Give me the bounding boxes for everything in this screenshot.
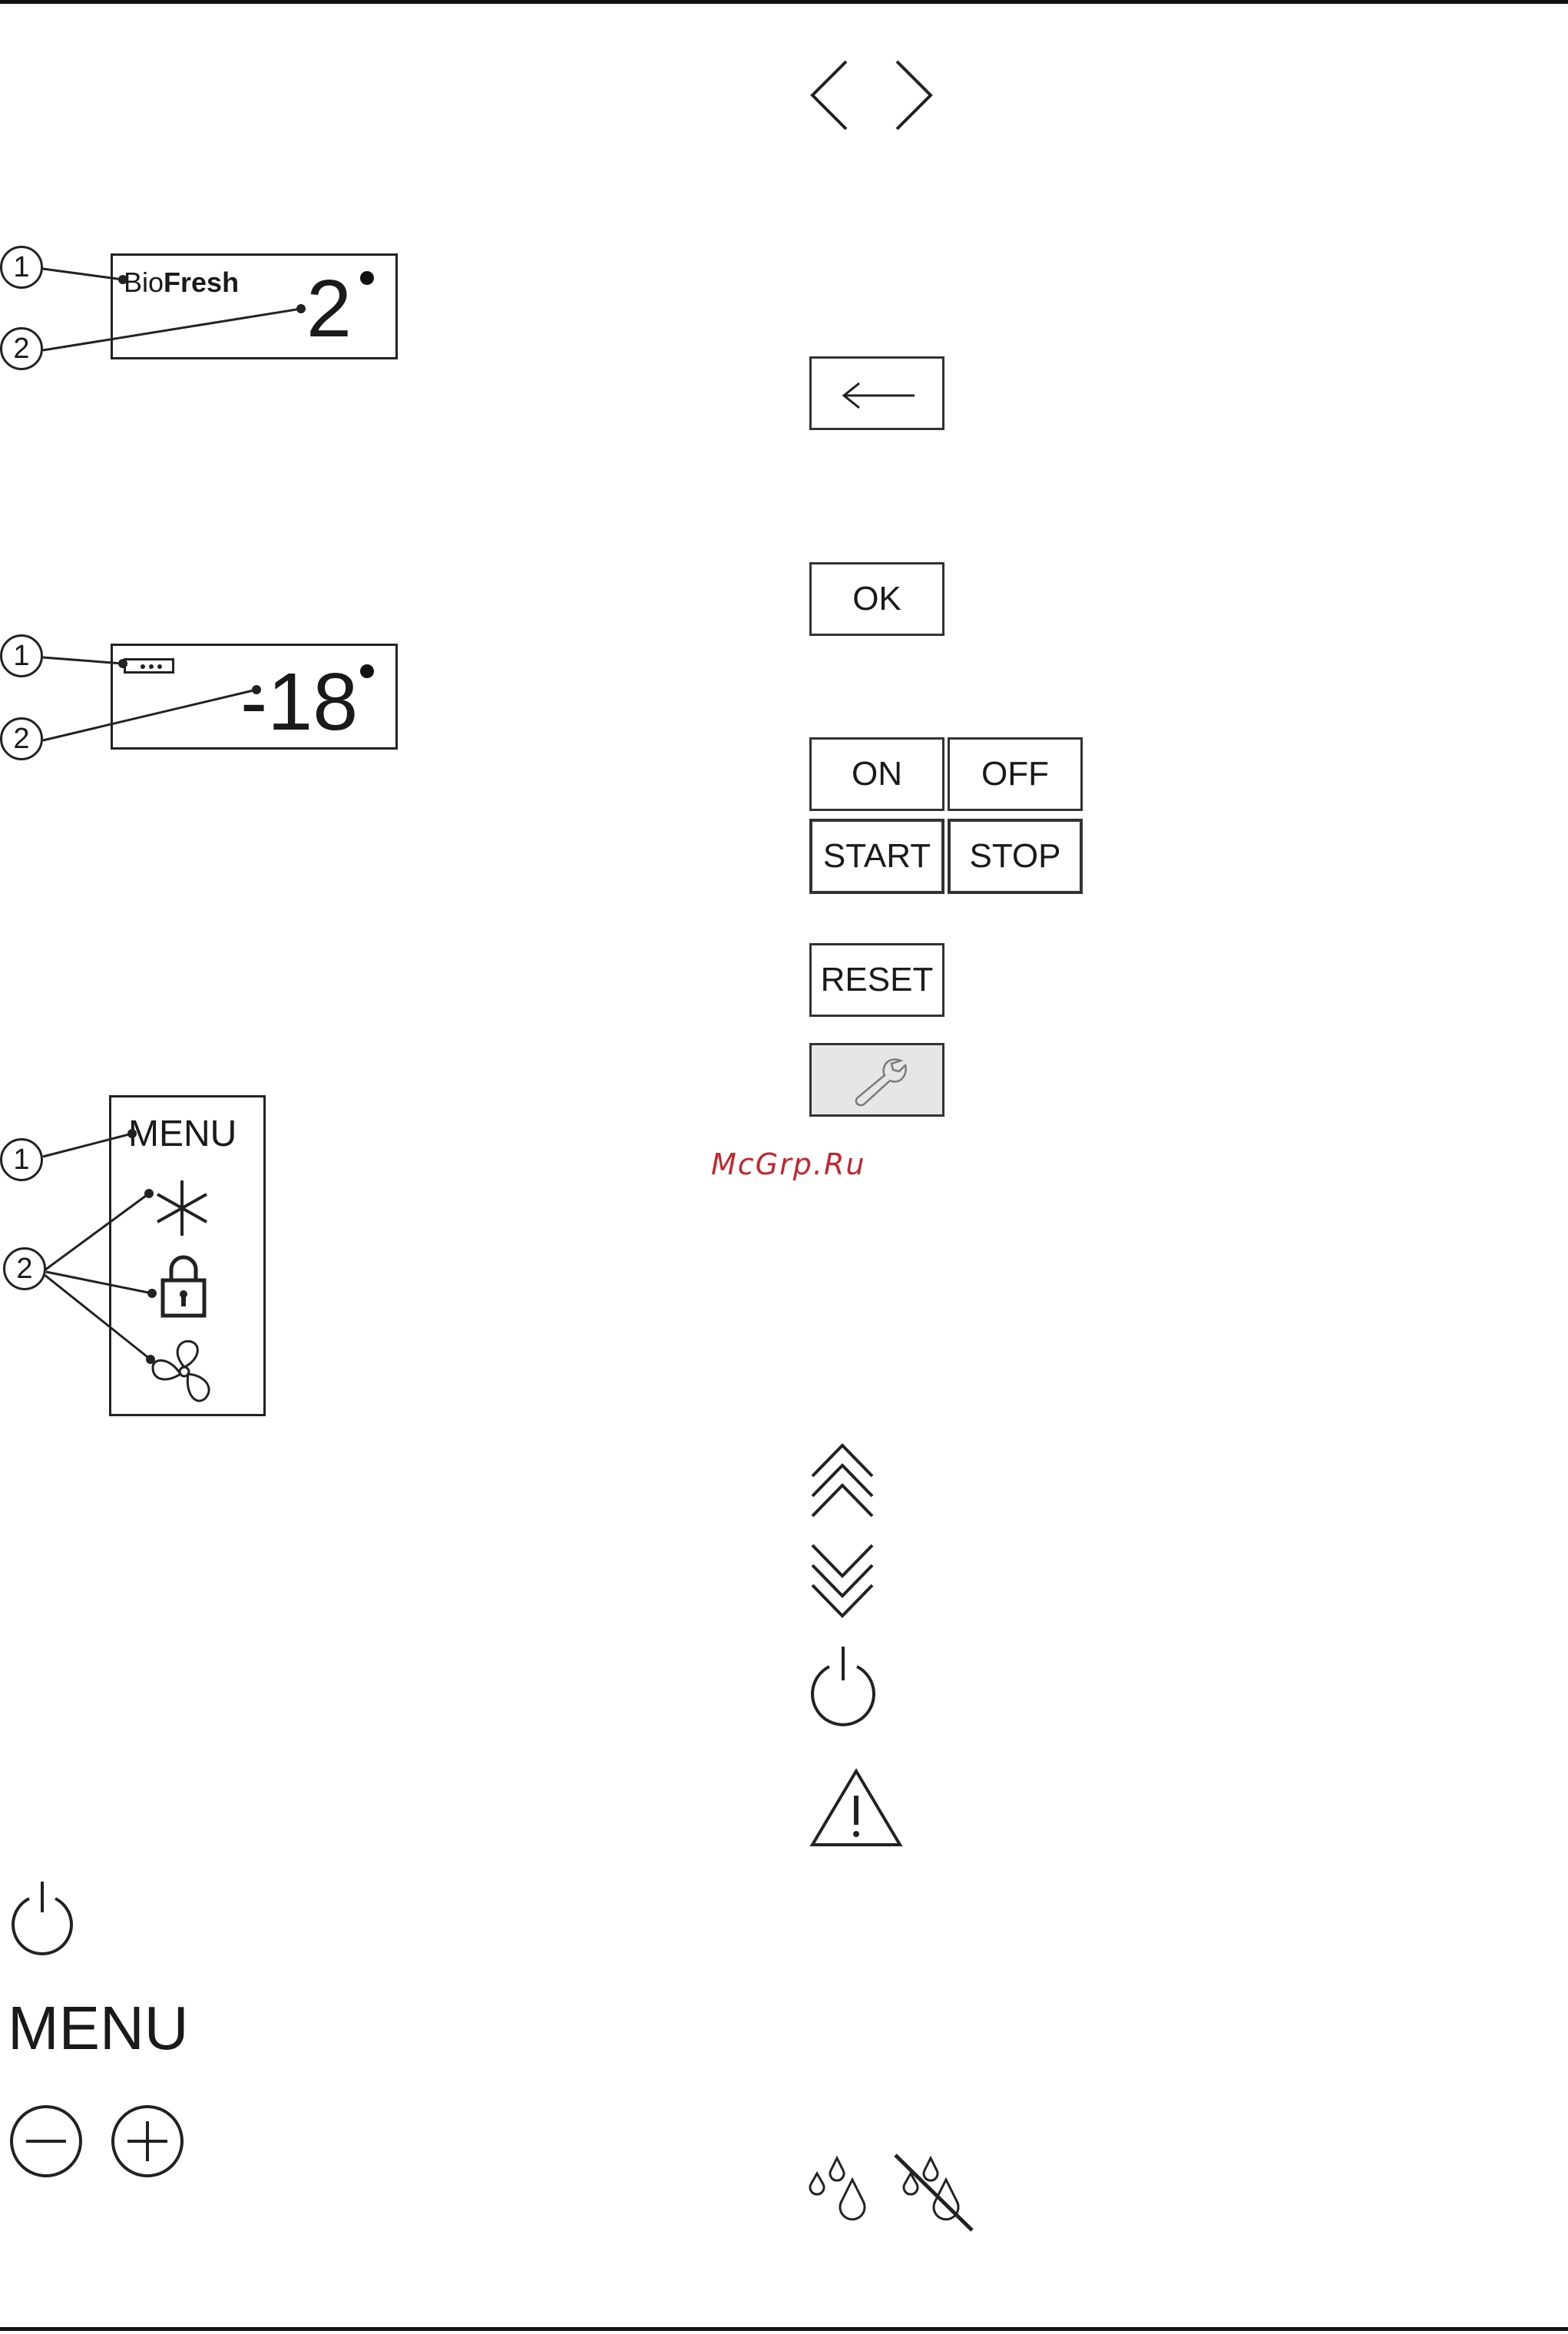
back-button[interactable] [809,356,944,430]
menu-callout-lines [0,0,276,1429]
arrow-left-icon [841,382,918,409]
reset-button[interactable]: RESET [809,943,944,1017]
watermark: McGrp.Ru [711,1147,865,1181]
power-icon[interactable] [8,1879,77,1955]
double-chevron-down-icon[interactable] [809,1542,875,1619]
off-button[interactable]: OFF [948,737,1083,811]
chevron-right-icon[interactable] [894,58,934,132]
warning-icon [809,1768,903,1848]
chevron-left-icon[interactable] [809,58,849,132]
start-button[interactable]: START [809,819,944,894]
plus-icon[interactable] [111,2104,184,2178]
minus-icon[interactable] [9,2104,83,2178]
wrench-icon [847,1054,911,1110]
service-button[interactable] [809,1043,944,1117]
on-button[interactable]: ON [809,737,944,811]
drops-icon[interactable] [808,2154,872,2230]
bottom-rule [0,2327,1568,2331]
drops-off-icon[interactable] [892,2150,977,2235]
menu-key[interactable]: MENU [8,1994,189,2063]
double-chevron-up-icon[interactable] [809,1442,875,1519]
stop-button[interactable]: STOP [948,819,1083,894]
power-icon[interactable] [808,1644,878,1723]
ok-button[interactable]: OK [809,562,944,636]
